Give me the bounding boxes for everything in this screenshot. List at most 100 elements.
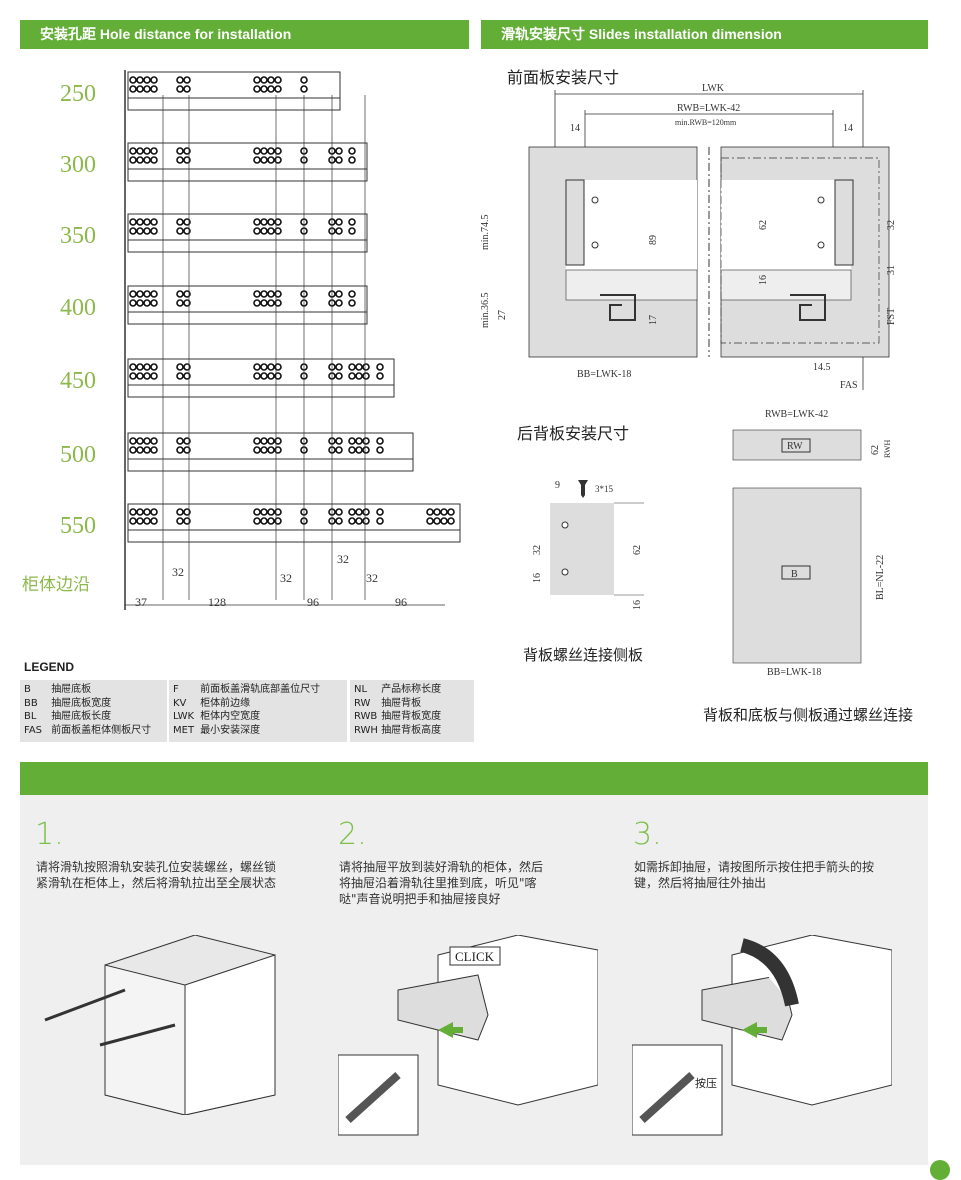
- dim-32-right: 32: [886, 220, 897, 230]
- mounting-hole: [136, 299, 144, 307]
- rail-size-300: 300: [60, 152, 96, 178]
- mounting-hole: [362, 517, 370, 525]
- mounting-hole: [253, 85, 261, 93]
- rail-size-450: 450: [60, 368, 96, 394]
- mounting-hole: [274, 363, 282, 371]
- mounting-hole: [260, 290, 268, 298]
- dim-d96a: 96: [307, 595, 319, 609]
- rail-size-250: 250: [60, 81, 96, 107]
- mounting-hole: [335, 227, 343, 235]
- mounting-hole: [260, 446, 268, 454]
- legend-key: RWH: [354, 724, 378, 736]
- rail-300: [127, 142, 368, 182]
- rail-size-550: 550: [60, 513, 96, 539]
- mounting-hole: [150, 372, 158, 380]
- mounting-hole: [176, 147, 184, 155]
- mounting-hole: [335, 437, 343, 445]
- mounting-hole: [176, 508, 184, 516]
- mounting-hole: [274, 227, 282, 235]
- mounting-hole: [274, 517, 282, 525]
- mounting-hole: [260, 299, 268, 307]
- mounting-hole: [274, 446, 282, 454]
- mounting-hole: [335, 508, 343, 516]
- mounting-hole: [176, 437, 184, 445]
- mounting-hole: [348, 290, 356, 298]
- mounting-hole: [183, 299, 191, 307]
- mounting-hole: [183, 76, 191, 84]
- rail-250: [127, 71, 341, 111]
- mounting-hole: [150, 147, 158, 155]
- mounting-hole: [253, 363, 261, 371]
- step-1-text: 请将滑轨按照滑轨安装孔位安装螺丝，螺丝锁紧滑轨在柜体上，然后将滑轨拉出至全展状态: [36, 860, 277, 890]
- mounting-hole: [348, 372, 356, 380]
- dim-d37: 37: [135, 595, 147, 609]
- dim-16b: 16: [632, 600, 643, 610]
- dim-17: 17: [648, 315, 659, 325]
- mounting-hole: [253, 76, 261, 84]
- legend-key: BB: [24, 697, 38, 709]
- dim-14-left: 14: [570, 123, 580, 134]
- legend-key: KV: [173, 697, 187, 709]
- step-3-number: 3.: [633, 817, 662, 852]
- mounting-hole: [136, 437, 144, 445]
- rail-body: [127, 358, 395, 386]
- mounting-hole: [176, 290, 184, 298]
- legend-key: RWB: [354, 711, 378, 722]
- dim-14-5: 14.5: [813, 362, 831, 373]
- mounting-hole: [129, 290, 137, 298]
- mounting-hole: [348, 437, 356, 445]
- legend-value: 抽屉底板: [51, 684, 92, 695]
- mounting-hole: [150, 85, 158, 93]
- mounting-hole: [267, 437, 275, 445]
- mounting-hole: [150, 227, 158, 235]
- mounting-hole: [150, 156, 158, 164]
- mounting-hole: [362, 508, 370, 516]
- mounting-hole: [274, 290, 282, 298]
- legend-value: 产品标称长度: [381, 684, 442, 695]
- legend-key: BL: [24, 711, 37, 722]
- mounting-hole: [150, 290, 158, 298]
- lwk-dim: LWK: [702, 83, 725, 94]
- legend-value: 柜体内空宽度: [200, 711, 261, 722]
- rail-450: [127, 358, 395, 398]
- legend-item: BL 抽屉底板长度: [24, 710, 163, 724]
- rail-base: [127, 529, 461, 543]
- back-panel-caption: 背板螺丝连接侧板: [523, 646, 644, 664]
- mounting-hole: [260, 363, 268, 371]
- front-panel-title: 前面板安装尺寸: [507, 68, 620, 87]
- mounting-hole: [143, 227, 151, 235]
- mounting-hole: [253, 227, 261, 235]
- mounting-hole: [136, 290, 144, 298]
- min-rwb-dim: min.RWB=120mm: [675, 118, 737, 127]
- mounting-hole: [362, 363, 370, 371]
- legend-item: MET 最小安装深度: [173, 724, 343, 738]
- mounting-hole: [260, 517, 268, 525]
- mounting-hole: [274, 147, 282, 155]
- b-label: B: [791, 569, 798, 580]
- mounting-hole: [129, 76, 137, 84]
- mounting-hole: [136, 85, 144, 93]
- dim-d32a: 32: [172, 565, 184, 579]
- legend-item: BB 抽屉底板宽度: [24, 697, 163, 711]
- mounting-hole: [260, 227, 268, 235]
- mounting-hole: [253, 372, 261, 380]
- rail-size-500: 500: [60, 442, 96, 468]
- mounting-hole: [143, 156, 151, 164]
- mounting-hole: [253, 218, 261, 226]
- mounting-hole: [274, 218, 282, 226]
- mounting-hole: [260, 372, 268, 380]
- step-2-text: 请将抽屉平放到装好滑轨的柜体，然后将抽屉沿着滑轨往里推到底，听见"喀哒"声音说明…: [339, 860, 544, 906]
- rail-base: [127, 311, 368, 325]
- rw-b-diagram: RWB=LWK-42 RW 62 RWH B BL=NL-22 BB=LWK-1…: [732, 409, 892, 678]
- mounting-hole: [183, 363, 191, 371]
- mounting-hole: [267, 290, 275, 298]
- mounting-hole: [176, 372, 184, 380]
- mounting-hole: [150, 299, 158, 307]
- legend-item: F 前面板盖滑轨底部盖位尺寸: [173, 683, 343, 697]
- mounting-hole: [183, 517, 191, 525]
- mounting-hole: [260, 218, 268, 226]
- dim-16: 16: [532, 573, 543, 583]
- mounting-hole: [355, 517, 363, 525]
